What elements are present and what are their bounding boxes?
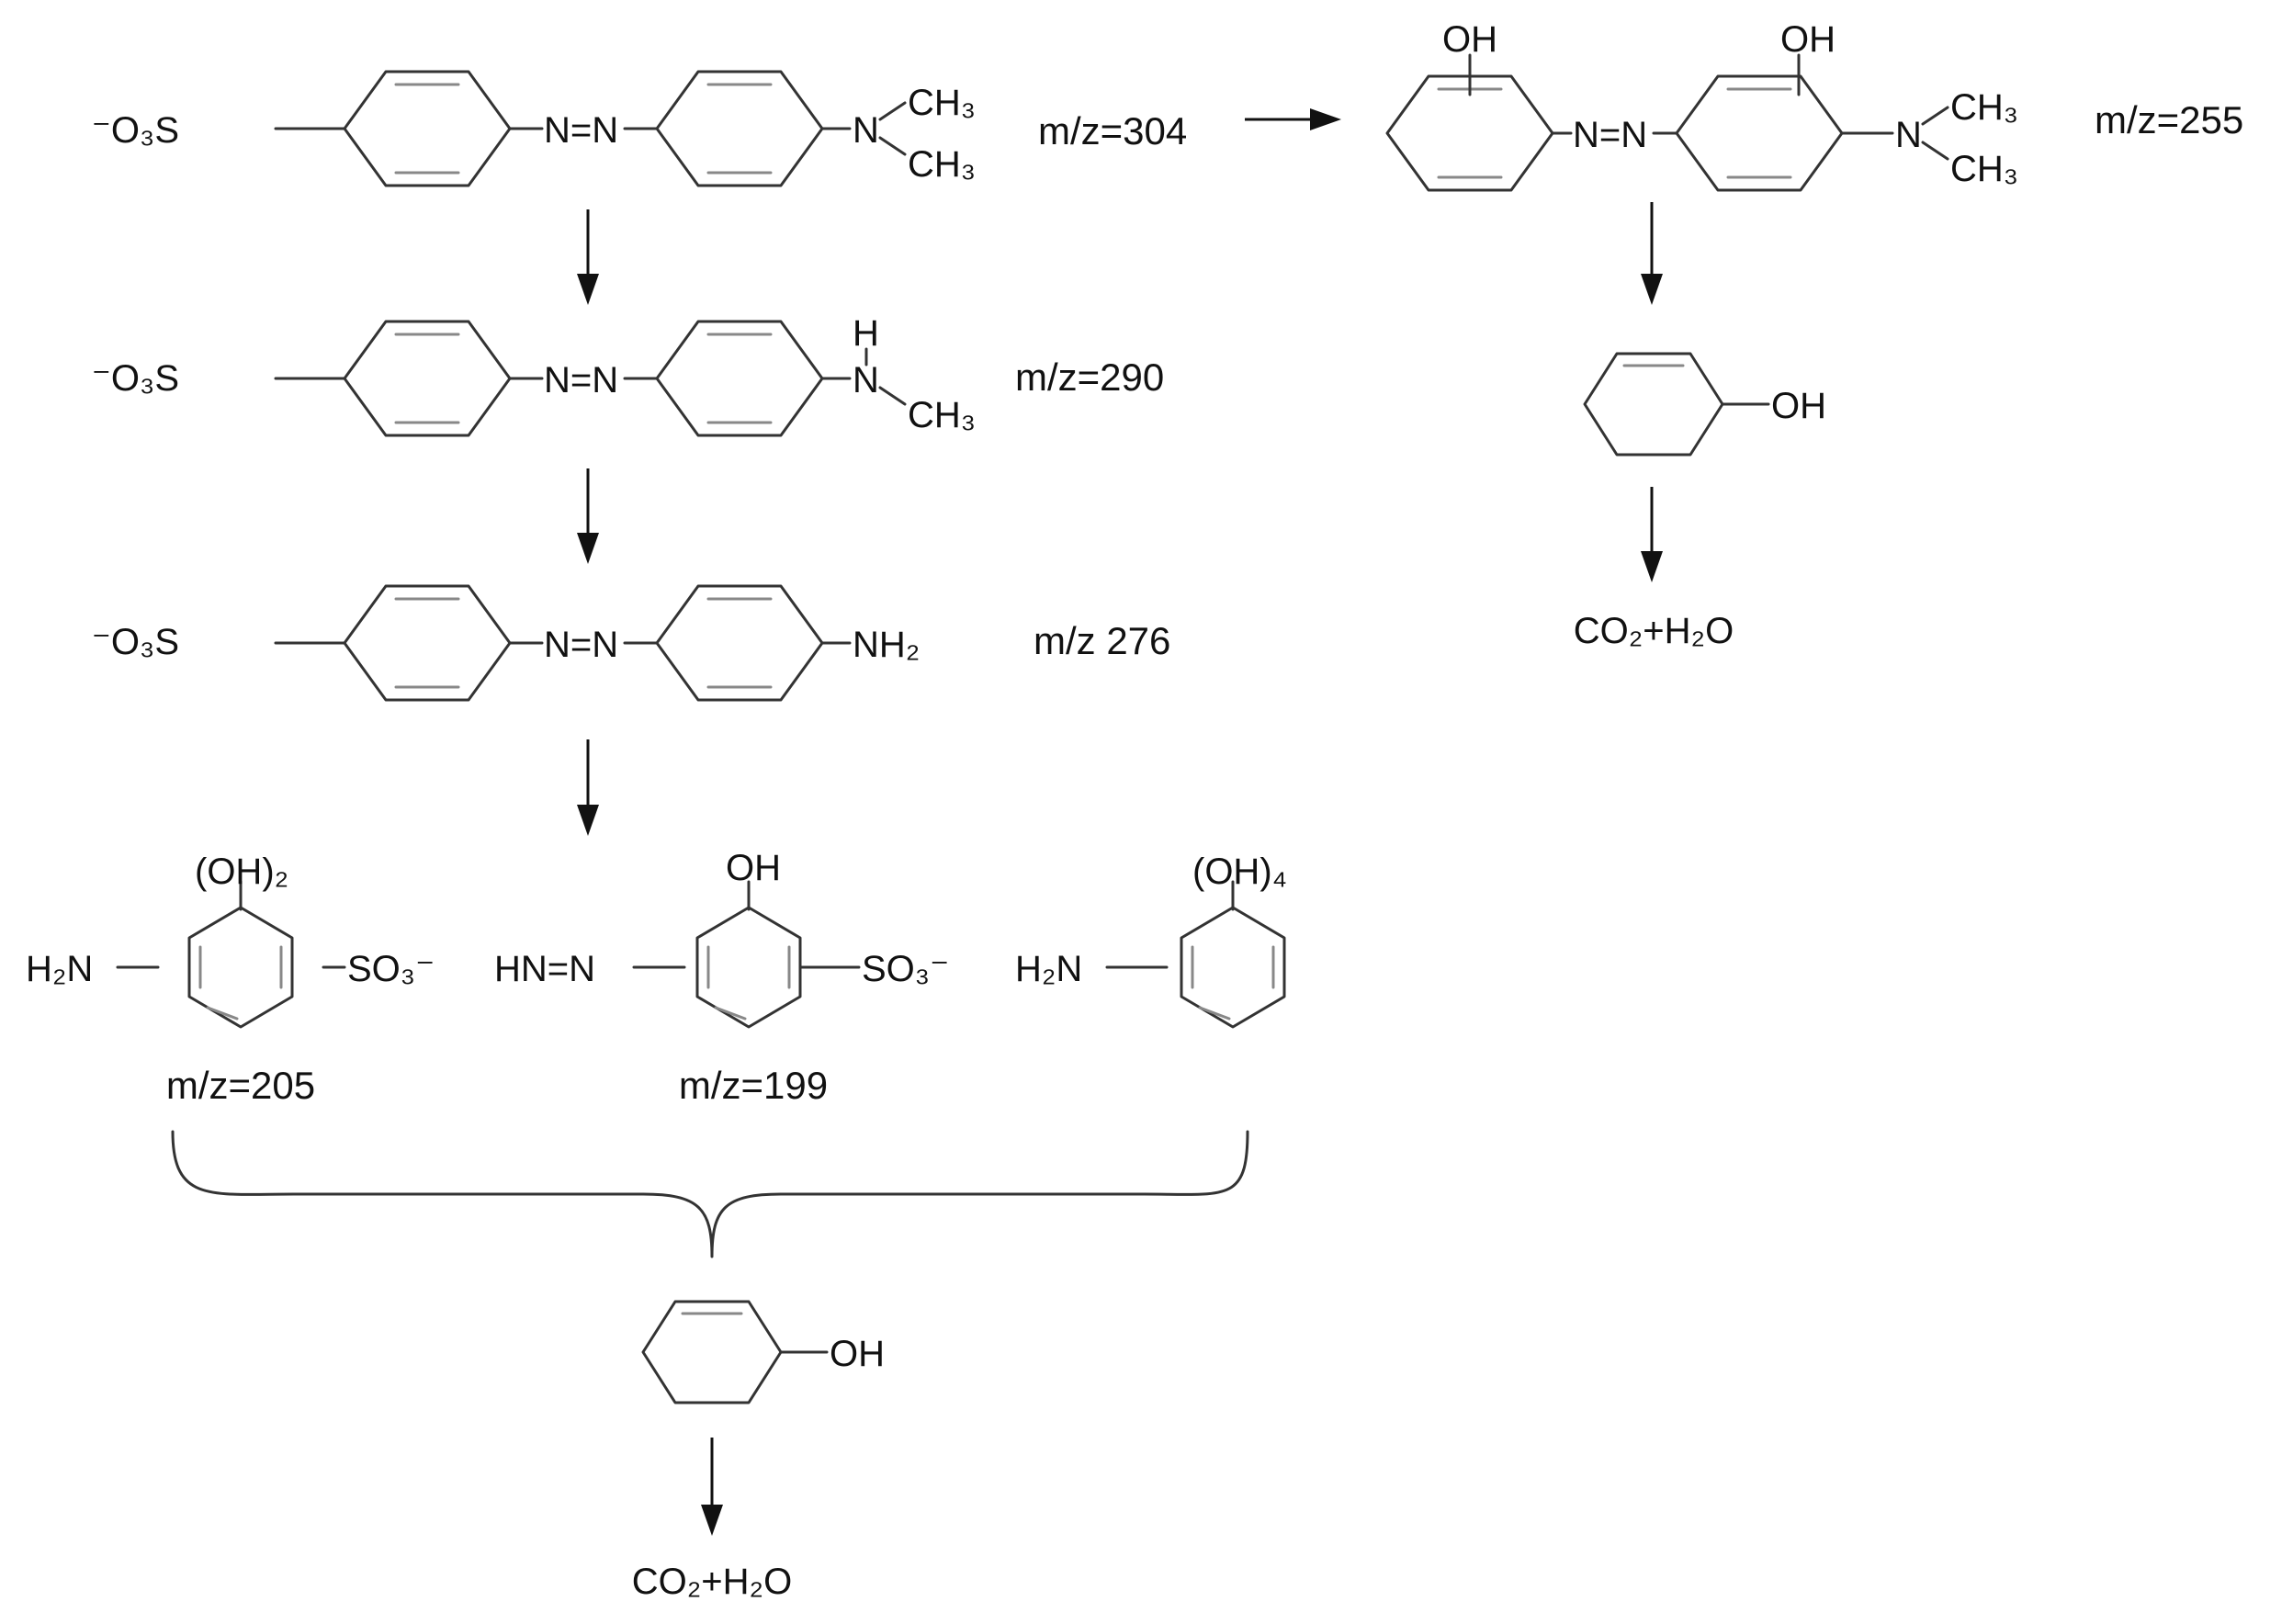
methyl-group: CH₃ — [1950, 87, 2018, 128]
arrow-down — [701, 1438, 723, 1536]
benzene-ring — [343, 320, 512, 437]
cyclohexenol-bottom: OH — [641, 1300, 885, 1404]
structure-mz205: H₂N (OH)₂ SO₃⁻ — [26, 851, 435, 1029]
amine-nitrogen: N — [853, 110, 879, 151]
hydroxyl-group: OH — [1780, 19, 1836, 60]
phenol-ring — [1675, 74, 1844, 192]
hydroxyl-group: OH — [1771, 386, 1826, 426]
benzene-ring — [343, 584, 512, 702]
cyclohexene-ring — [641, 1300, 783, 1404]
sulfonate-group: ⁻O₃S — [92, 622, 179, 662]
mz-label-304: m/z=304 — [1038, 109, 1187, 152]
diazene-group: HN=N — [494, 949, 595, 989]
cyclohexene-ring — [1583, 352, 1724, 457]
azo-group: N=N — [1573, 115, 1647, 155]
structure-mz290: ⁻O₃S N=N N H CH₃ — [92, 313, 976, 437]
methyl-group: CH₃ — [908, 144, 976, 185]
arrow-down — [577, 739, 599, 836]
sulfonate-group: ⁻O₃S — [92, 110, 179, 151]
structure-aminophenol: H₂N (OH)₄ — [1015, 851, 1287, 1029]
structure-mz199: HN=N OH SO₃⁻ — [494, 848, 949, 1029]
sulfonate-group: SO₃⁻ — [347, 949, 435, 989]
amine-hydrogen: H — [853, 313, 879, 354]
structure-mz304: ⁻O₃S N=N N CH₃ CH₃ — [92, 70, 976, 187]
amine-nitrogen: N — [853, 360, 879, 400]
structure-mz255: OH N=N OH N CH₃ CH₃ — [1385, 19, 2018, 192]
sulfonate-group: SO₃⁻ — [862, 949, 949, 989]
hydroxyl-groups: (OH)₂ — [195, 851, 288, 892]
mz-label-276: m/z 276 — [1034, 619, 1170, 662]
arrow-right — [1245, 108, 1341, 130]
mz-label-290: m/z=290 — [1015, 355, 1164, 399]
hydroxyl-group: OH — [726, 848, 781, 888]
benzene-ring — [655, 584, 824, 702]
mineralization-products: CO₂+H₂O — [632, 1562, 792, 1602]
convergence-brace — [171, 1130, 1249, 1258]
mz-label-255: m/z=255 — [2095, 98, 2243, 141]
benzene-ring — [187, 906, 294, 1029]
azo-group: N=N — [544, 110, 618, 151]
benzene-ring — [655, 320, 824, 437]
azo-group: N=N — [544, 625, 618, 665]
hydroxyl-groups: (OH)₄ — [1192, 851, 1287, 892]
azo-group: N=N — [544, 360, 618, 400]
benzene-ring — [655, 70, 824, 187]
methyl-group: CH₃ — [908, 395, 976, 435]
cyclohexenol-right: OH — [1583, 352, 1826, 457]
amine-nitrogen: N — [1895, 115, 1922, 155]
methyl-group: CH₃ — [1950, 149, 2018, 189]
sulfonate-group: ⁻O₃S — [92, 358, 179, 399]
arrow-down — [577, 468, 599, 564]
amino-group: H₂N — [1015, 949, 1082, 989]
arrow-down — [577, 209, 599, 305]
arrow-down — [1641, 487, 1663, 582]
amino-group: NH₂ — [853, 625, 920, 665]
hydroxyl-group: OH — [830, 1334, 885, 1374]
benzene-ring — [343, 70, 512, 187]
mineralization-products: CO₂+H₂O — [1574, 611, 1734, 651]
mz-label-205: m/z=205 — [166, 1064, 315, 1107]
hydroxyl-group: OH — [1442, 19, 1497, 60]
benzene-ring — [695, 906, 802, 1029]
benzene-ring — [1180, 906, 1286, 1029]
mz-label-199: m/z=199 — [679, 1064, 828, 1107]
arrow-down — [1641, 202, 1663, 305]
amino-group: H₂N — [26, 949, 93, 989]
structure-mz276: ⁻O₃S N=N NH₂ — [92, 584, 920, 702]
methyl-group: CH₃ — [908, 83, 976, 123]
